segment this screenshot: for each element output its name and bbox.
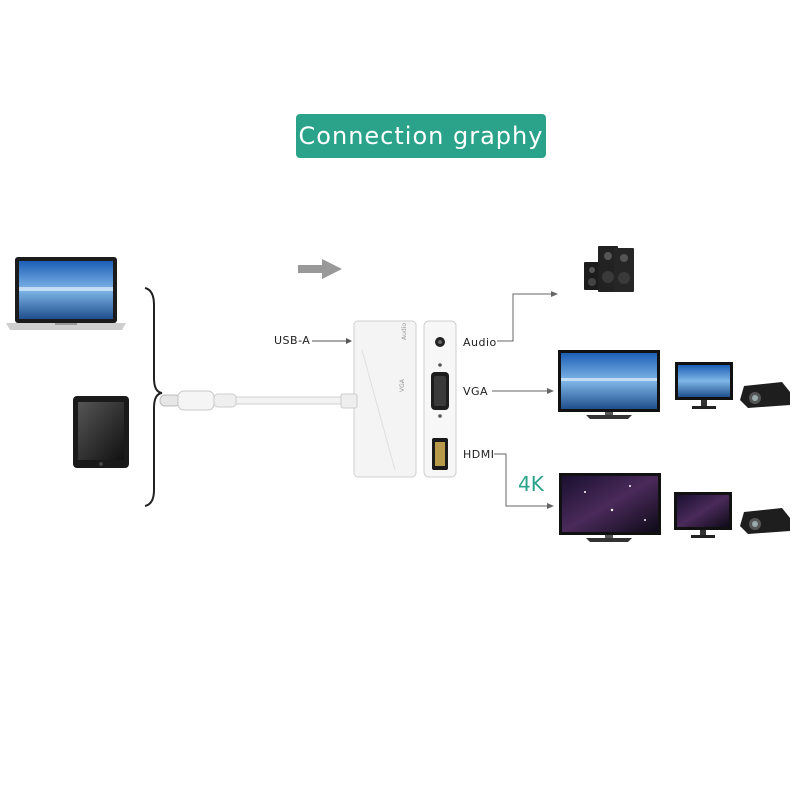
vga-connector-line [492,388,554,394]
diagram-title: Connection graphy [298,122,544,150]
usb-label: USB-A [274,334,311,347]
usb-hub-icon: Audio VGA [340,320,457,478]
audio-connector-line [497,291,558,342]
monitor-icon-hdmi [674,492,732,538]
hdmi-label: HDMI [463,448,495,461]
monitor-icon [675,362,733,409]
device-group-brace [144,287,163,507]
hub-vga-label: VGA [399,378,406,392]
hub-audio-label: Audio [401,323,408,340]
arrow-right-icon [298,259,342,279]
speakers-icon [584,246,634,292]
audio-label: Audio [463,336,497,349]
hdmi-connector-line [494,453,554,509]
laptop-icon [6,257,126,330]
usb-c-cable [159,390,349,411]
tv-icon [558,350,660,419]
tv-icon-hdmi [559,473,661,542]
title-banner: Connection graphy [296,114,546,158]
projector-icon-hdmi [740,508,790,534]
projector-icon [740,382,790,408]
resolution-badge: 4K [518,472,544,496]
tablet-icon [73,396,129,468]
vga-label: VGA [463,385,489,398]
